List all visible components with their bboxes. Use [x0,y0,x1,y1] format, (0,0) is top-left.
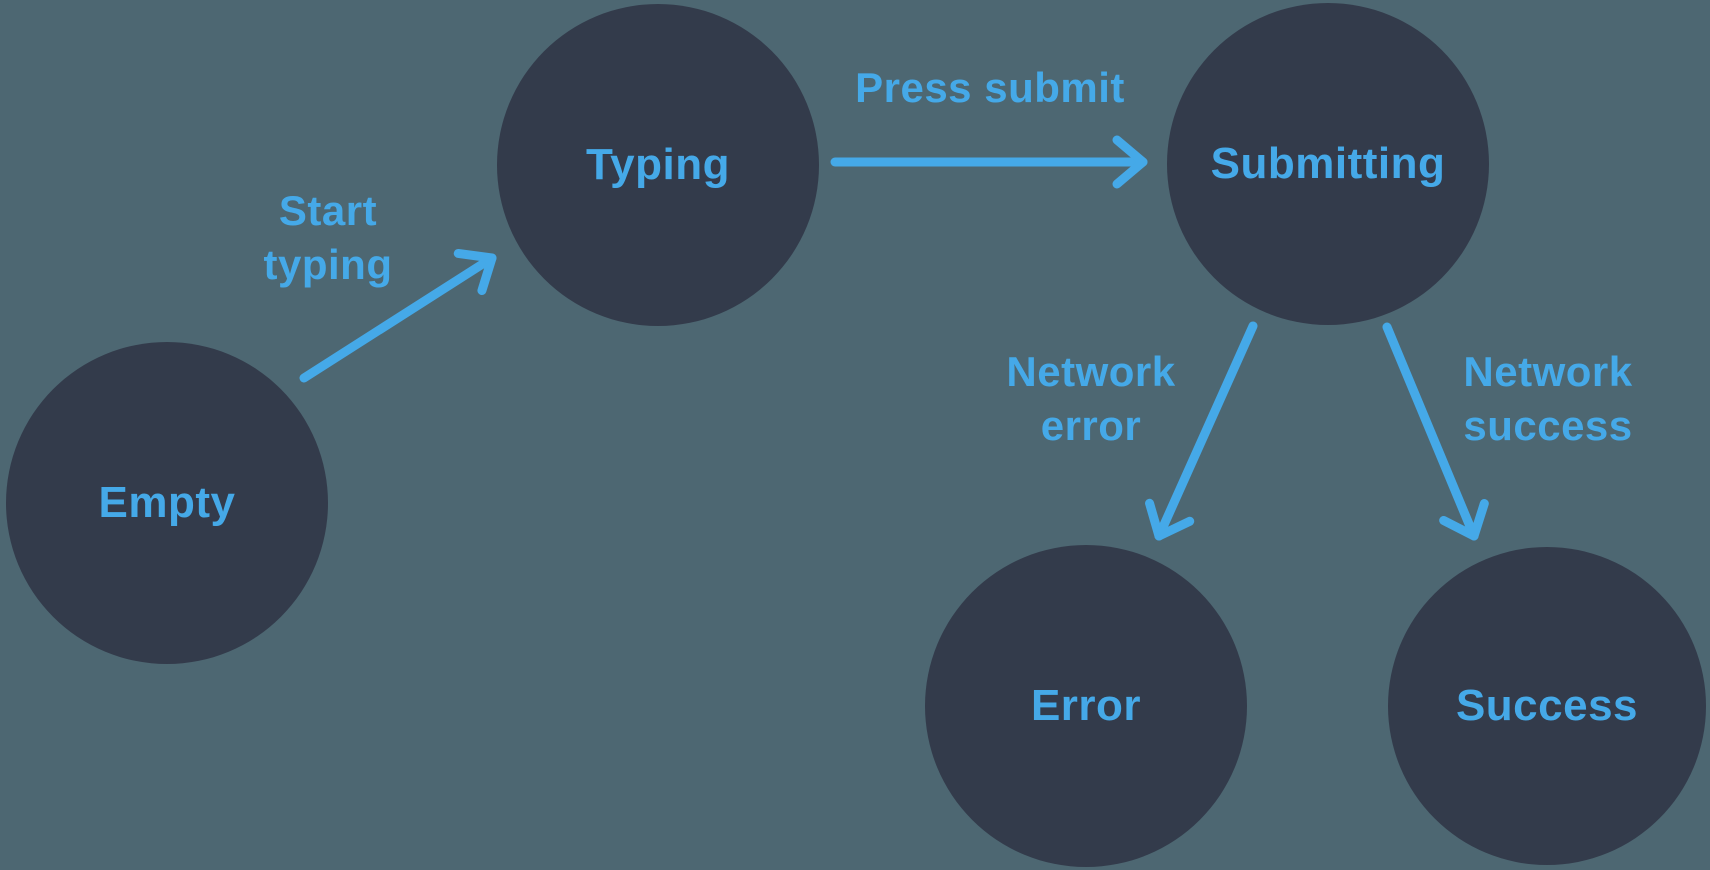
arrow-network-error [1145,321,1258,541]
transition-label-start-typing: Start typing [178,184,478,292]
transition-label-line: Press submit [855,64,1125,111]
transition-label-press-submit: Press submit [790,61,1190,115]
transition-label-line: success [1463,402,1633,449]
state-success-label: Success [1455,681,1639,730]
state-success: Success [1388,547,1706,865]
transition-label-line: Start [278,187,378,234]
arrow-network-success [1382,322,1489,541]
arrow-start-typing [299,248,497,383]
state-empty-label: Empty [98,478,236,527]
state-submitting-label: Submitting [1210,139,1446,188]
state-typing-label: Typing [586,140,730,189]
transition-label-line: error [1040,402,1142,449]
transition-label-network-error: Network error [941,345,1241,453]
state-empty: Empty [6,342,328,664]
state-error-label: Error [1030,681,1142,730]
transition-label-line: typing [263,241,393,288]
state-typing: Typing [497,4,819,326]
transition-label-line: Network [1463,348,1633,395]
transition-label-network-success: Network success [1398,345,1698,453]
transition-label-line: Network [1006,348,1176,395]
state-error: Error [925,545,1247,867]
state-submitting: Submitting [1167,3,1489,325]
